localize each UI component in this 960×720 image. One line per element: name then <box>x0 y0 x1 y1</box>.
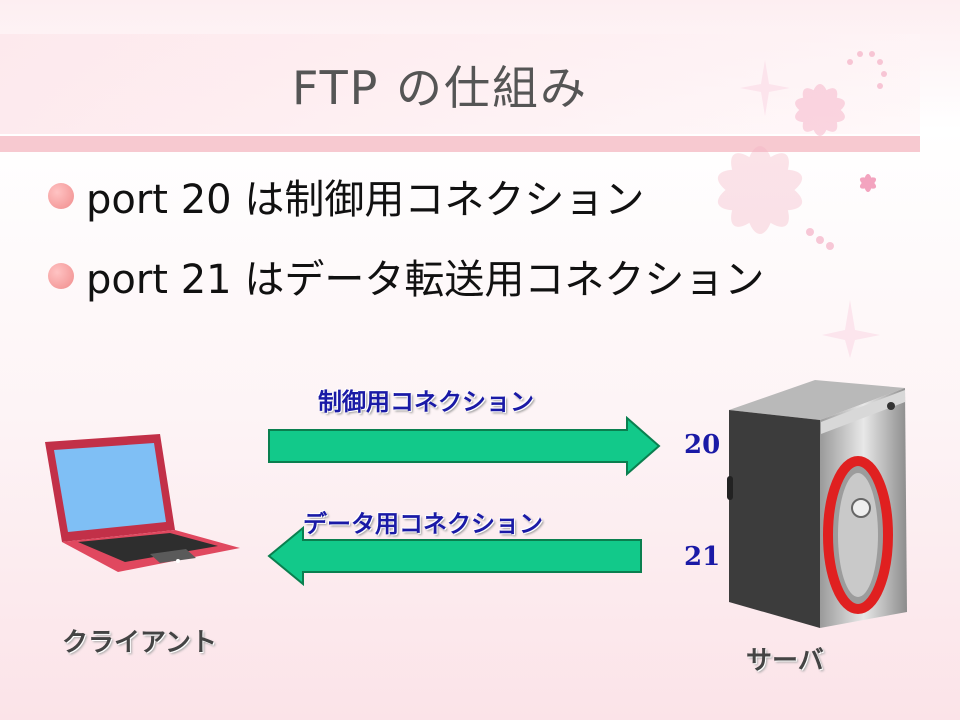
slide-title: FTP の仕組み <box>291 61 589 115</box>
client-label: クライアント <box>62 628 217 658</box>
flower-decoration-icon <box>717 51 887 358</box>
ftp-diagram: 制御用コネクション データ用コネクション 20 21 クライアント サーバ <box>0 360 960 720</box>
bullet-dot-icon <box>48 263 74 289</box>
title-divider <box>0 136 920 152</box>
bullet-text: port 21 はデータ転送用コネクション <box>86 257 765 303</box>
bullet-item: port 20 は制御用コネクション <box>48 166 764 226</box>
control-connection-label: 制御用コネクション <box>318 388 534 416</box>
bullet-dot-icon <box>48 183 74 209</box>
bullet-item: port 21 はデータ転送用コネクション <box>48 246 764 306</box>
port-20-label: 20 <box>684 430 721 460</box>
bullet-list: port 20 は制御用コネクション port 21 はデータ転送用コネクション <box>48 166 764 326</box>
control-connection-arrow <box>268 416 661 476</box>
server-label: サーバ <box>746 646 824 676</box>
server-icon <box>727 380 907 628</box>
port-21-label: 21 <box>684 542 721 572</box>
data-connection-arrow <box>267 526 642 586</box>
data-connection-label: データ用コネクション <box>303 510 543 538</box>
laptop-icon <box>45 434 240 572</box>
bullet-text: port 20 は制御用コネクション <box>86 177 645 223</box>
